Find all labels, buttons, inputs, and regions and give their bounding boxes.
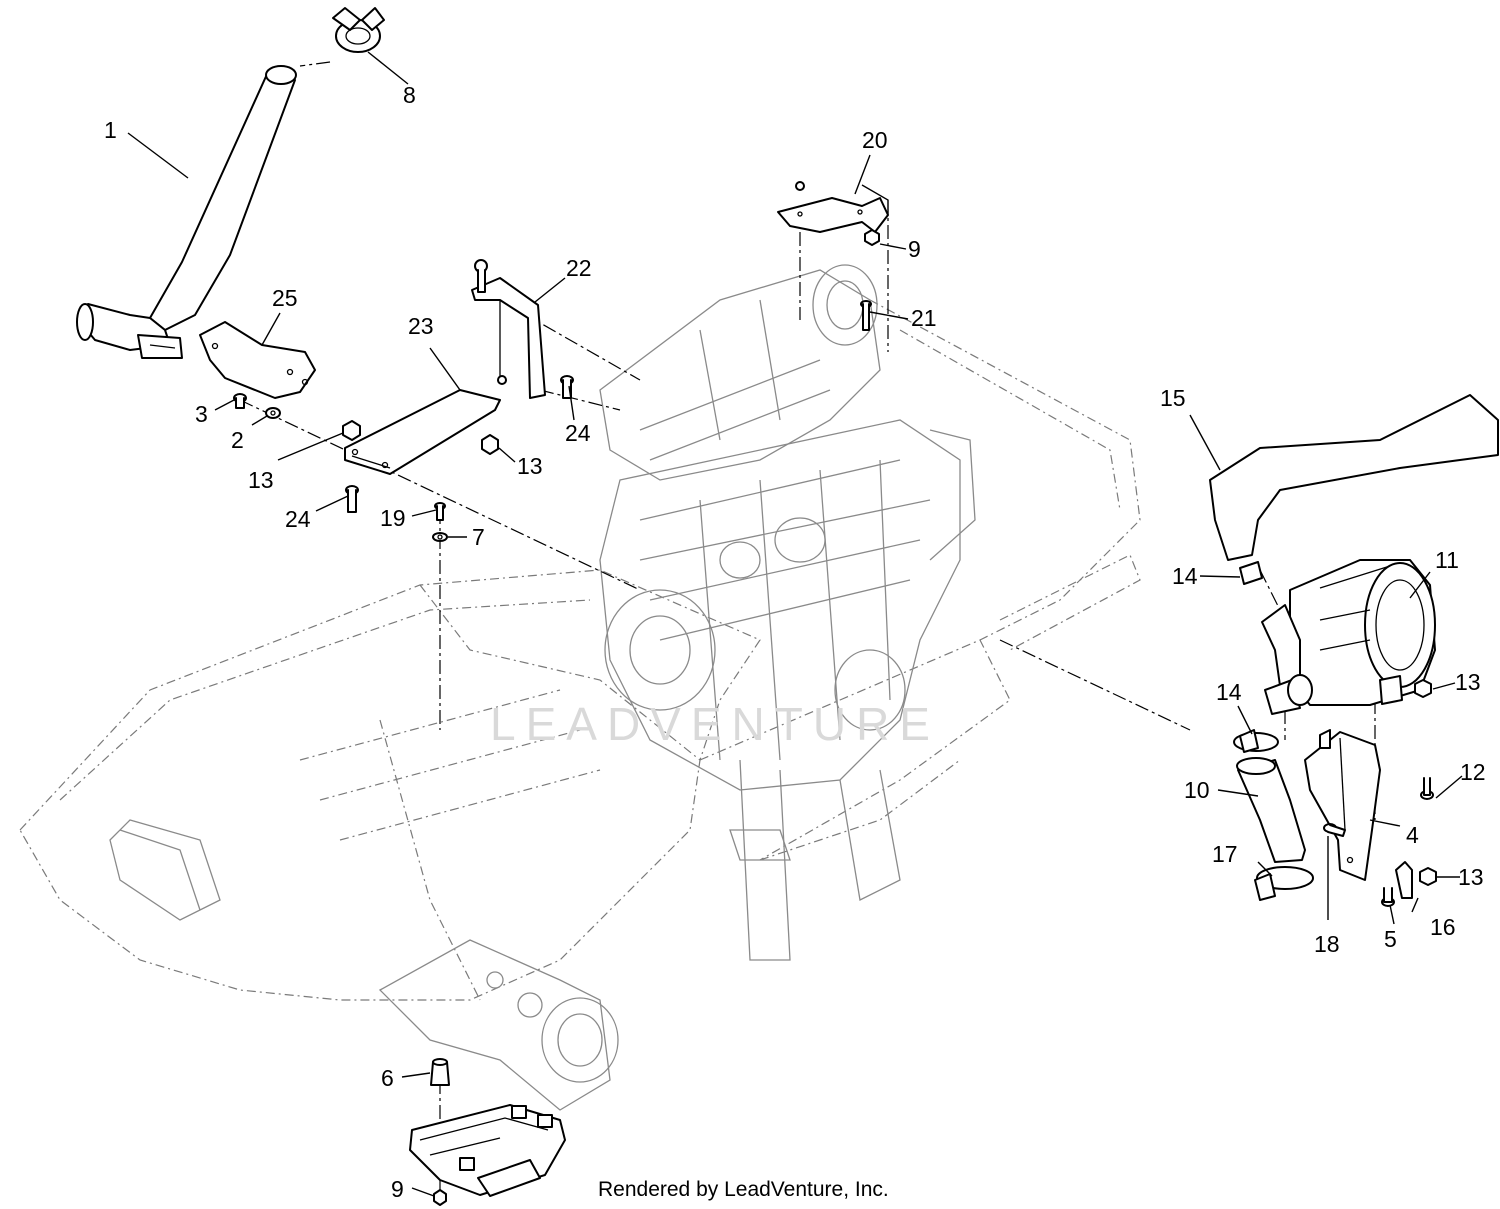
machine-screw[interactable]	[434, 502, 446, 521]
frame-outline	[19, 299, 1141, 1001]
engine-assembly	[599, 264, 976, 961]
callout-18: 18	[1314, 931, 1340, 957]
callout-6: 6	[381, 1065, 394, 1091]
callout-16: 16	[1430, 914, 1456, 940]
mounting-plate[interactable]	[344, 389, 501, 475]
rear-axle-housing	[378, 939, 619, 1111]
flange-nut-lower[interactable]	[433, 1189, 447, 1206]
callout-21: 21	[911, 305, 937, 331]
carriage-bolt[interactable]	[1420, 777, 1434, 800]
intake-hose[interactable]	[1209, 394, 1499, 561]
callout-9-lower: 9	[391, 1176, 404, 1202]
callout-22: 22	[566, 255, 592, 281]
exhaust-clamp[interactable]	[332, 7, 385, 53]
callout-15: 15	[1160, 385, 1186, 411]
callout-2: 2	[231, 427, 244, 453]
engine-control-module[interactable]	[409, 1104, 566, 1197]
callout-7: 7	[472, 524, 485, 550]
callout-4: 4	[1406, 822, 1419, 848]
callout-1: 1	[104, 117, 117, 143]
assembly-centerlines	[239, 61, 1376, 1200]
leader-lines	[127, 51, 1463, 1197]
lock-washer[interactable]	[432, 532, 448, 542]
callout-3: 3	[195, 401, 208, 427]
callout-19: 19	[380, 505, 406, 531]
callout-17: 17	[1212, 841, 1238, 867]
hex-nut-plate[interactable]	[481, 434, 499, 455]
hex-nut-bracket[interactable]	[1419, 867, 1437, 886]
callout-14-upper: 14	[1172, 563, 1198, 589]
callout-labels: 1 2 3 4 5 6 7 8 9 9 10 11 12 13 13 13 13…	[104, 82, 1486, 1202]
upright-bracket[interactable]	[471, 259, 546, 399]
callout-24-right: 24	[565, 420, 591, 446]
hose-clamp-lower[interactable]	[1233, 729, 1279, 753]
top-bracket[interactable]	[777, 181, 889, 233]
flat-washer[interactable]	[265, 407, 281, 419]
callout-20: 20	[862, 127, 888, 153]
hose-clamp-upper[interactable]	[1239, 561, 1263, 585]
callout-13-cleaner: 13	[1455, 669, 1481, 695]
platform-bracket	[109, 819, 221, 921]
cap-screw-lower[interactable]	[345, 485, 359, 513]
callout-25: 25	[272, 285, 298, 311]
heat-shield[interactable]	[199, 321, 316, 399]
render-credit: Rendered by LeadVenture, Inc.	[598, 1178, 889, 1201]
hex-bolt[interactable]	[860, 300, 872, 331]
callout-23: 23	[408, 313, 434, 339]
hex-screw[interactable]	[1381, 887, 1395, 907]
flange-bolt[interactable]	[1323, 823, 1346, 837]
shoulder-bolt[interactable]	[233, 393, 247, 409]
callout-5: 5	[1384, 926, 1397, 952]
elbow-hose[interactable]	[1236, 757, 1306, 863]
callout-9-upper: 9	[908, 236, 921, 262]
callout-12: 12	[1460, 759, 1486, 785]
hose-clamp-bottom[interactable]	[1254, 866, 1314, 901]
air-cleaner[interactable]	[1261, 559, 1436, 715]
tailpipe[interactable]	[76, 65, 297, 359]
callout-13-left: 13	[248, 467, 274, 493]
air-cleaner-mount-bracket[interactable]	[1304, 729, 1381, 881]
callout-13-center: 13	[517, 453, 543, 479]
flange-nut-upper[interactable]	[864, 229, 880, 246]
callout-8: 8	[403, 82, 416, 108]
rubber-spacer[interactable]	[430, 1058, 450, 1086]
callout-13-bracket: 13	[1458, 864, 1484, 890]
callout-14-lower: 14	[1216, 679, 1242, 705]
callout-24-lower: 24	[285, 506, 311, 532]
watermark-text: LEADVENTURE	[490, 698, 940, 750]
cap-screw-right[interactable]	[560, 375, 574, 399]
hex-nut-upper[interactable]	[342, 420, 361, 441]
p-clamp[interactable]	[1395, 861, 1413, 899]
callout-10: 10	[1184, 777, 1210, 803]
callout-11: 11	[1435, 547, 1459, 573]
hex-nut-cleaner[interactable]	[1414, 679, 1432, 698]
